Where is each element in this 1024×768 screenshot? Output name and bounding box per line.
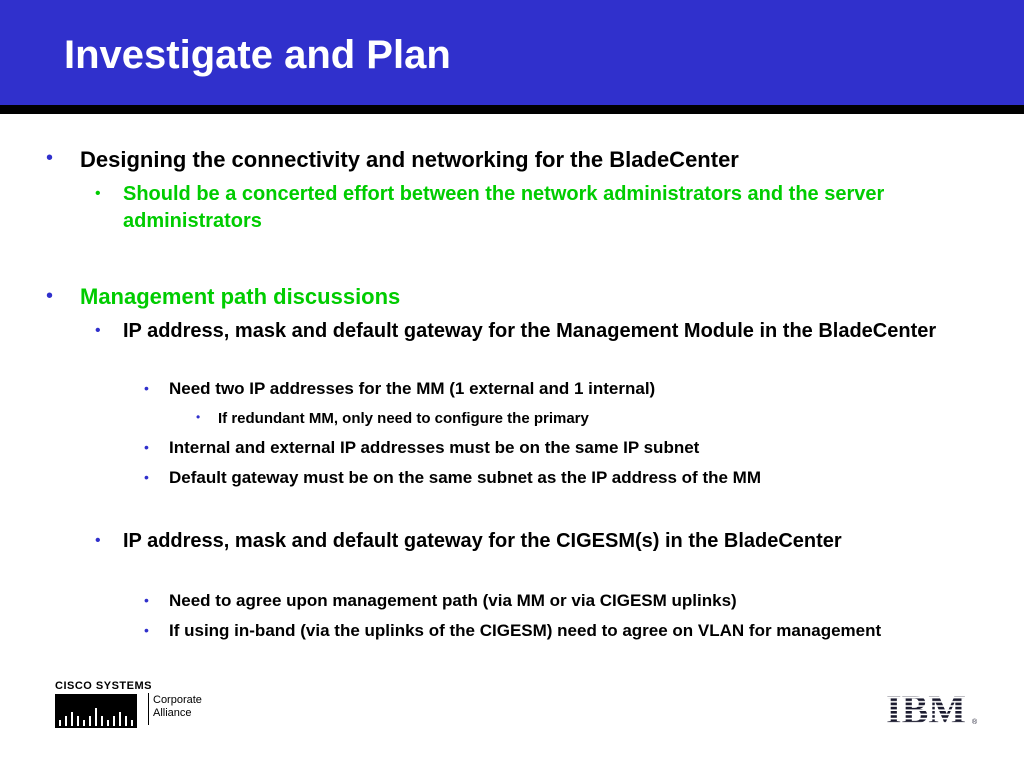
bullet-default-gateway: Default gateway must be on the same subn…: [169, 468, 761, 487]
bullet-dot-icon: •: [95, 532, 101, 549]
slide-title: Investigate and Plan: [64, 33, 451, 77]
title-bar: Investigate and Plan: [0, 0, 1024, 105]
bullet-dot-icon: •: [144, 592, 149, 608]
bullet-in-band-vlan: If using in-band (via the uplinks of the…: [169, 621, 882, 640]
bullet-dot-icon: •: [95, 185, 101, 202]
alliance-label: Alliance: [153, 707, 192, 719]
bullet-dot-icon: •: [144, 622, 149, 638]
bullet-dot-icon: •: [46, 285, 54, 307]
bullet-same-subnet: Internal and external IP addresses must …: [169, 438, 700, 457]
bullet-cigesm-ip-address: IP address, mask and default gateway for…: [123, 530, 842, 552]
corporate-label: Corporate: [153, 694, 202, 706]
svg-text:®: ®: [972, 718, 978, 726]
bullet-dot-icon: •: [95, 322, 101, 339]
bullet-two-ip-addresses: Need two IP addresses for the MM (1 exte…: [169, 379, 656, 398]
bullet-concerted-effort: Should be a concerted effort between the…: [123, 183, 885, 232]
ibm-logo: IBM ®: [886, 690, 978, 728]
bullet-dot-icon: •: [144, 469, 149, 485]
bullet-designing-connectivity: Designing the connectivity and networkin…: [80, 147, 739, 172]
cisco-wordmark: CISCO SYSTEMS: [55, 680, 152, 692]
bullet-dot-icon: •: [144, 380, 149, 396]
cisco-bridge-icon: [55, 694, 137, 728]
title-divider: [0, 105, 1024, 114]
logo-divider: [148, 693, 149, 725]
bullet-management-path: Management path discussions: [80, 284, 401, 309]
bullet-redundant-mm: If redundant MM, only need to configure …: [218, 410, 589, 427]
corporate-alliance-label: Corporate Alliance: [153, 694, 202, 720]
bullet-dot-icon: •: [144, 439, 149, 455]
ibm-wordmark: IBM: [886, 690, 966, 728]
cisco-logo: CISCO SYSTEMS Corporate Alliance: [55, 680, 215, 730]
bullet-dot-icon: •: [46, 147, 54, 169]
bullet-mm-ip-address: IP address, mask and default gateway for…: [123, 320, 937, 342]
bullet-agree-management-path: Need to agree upon management path (via …: [169, 591, 737, 610]
bullet-dot-icon: •: [196, 410, 201, 424]
